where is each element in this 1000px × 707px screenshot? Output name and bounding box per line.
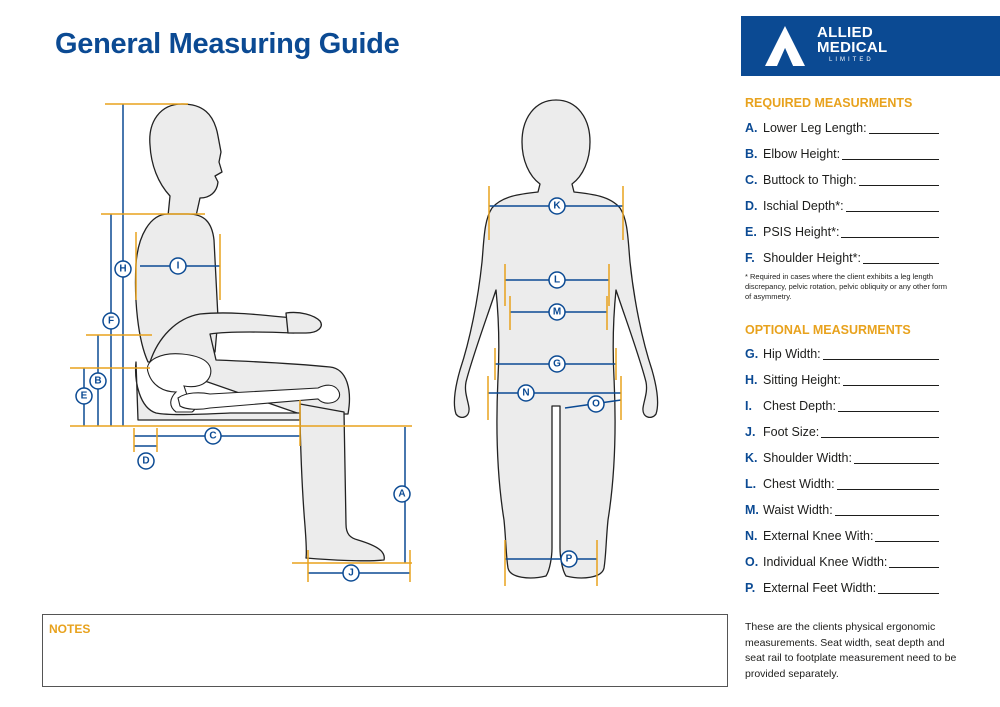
marker-e: E: [81, 391, 88, 402]
marker-n: N: [522, 388, 529, 399]
external-feet-width-field[interactable]: [878, 581, 939, 594]
marker-l: L: [554, 275, 560, 286]
marker-p: P: [566, 554, 573, 565]
side-reference-lines: [70, 103, 412, 582]
marker-j: J: [348, 568, 354, 579]
notes-label: NOTES: [49, 622, 91, 636]
chest-depth-field[interactable]: [837, 399, 939, 412]
elbow-height-field[interactable]: [842, 147, 939, 160]
marker-f: F: [108, 316, 114, 327]
marker-m: M: [553, 307, 561, 318]
side-measurement-lines: [83, 104, 410, 574]
chest-width-field[interactable]: [836, 477, 939, 490]
ischial-depth-field[interactable]: [845, 199, 939, 212]
required-list: A.Lower Leg Length: B.Elbow Height: C.Bu…: [745, 121, 945, 277]
optional-item: J.Foot Size:: [745, 425, 945, 451]
required-item: F.Shoulder Height*:: [745, 251, 945, 277]
optional-item: H.Sitting Height:: [745, 373, 945, 399]
foot-size-field[interactable]: [821, 425, 939, 438]
logo-line-3: LIMITED: [829, 57, 874, 63]
buttock-to-thigh-field[interactable]: [858, 173, 939, 186]
logo-line-1: ALLIED: [817, 24, 873, 41]
hip-width-field[interactable]: [822, 347, 939, 360]
footer-text: These are the clients physical ergonomic…: [745, 621, 957, 680]
marker-c: C: [209, 431, 216, 442]
optional-item: N.External Knee With:: [745, 529, 945, 555]
pelvis-bone-icon: [146, 353, 341, 413]
optional-item: K.Shoulder Width:: [745, 451, 945, 477]
optional-item: O.Individual Knee Width:: [745, 555, 945, 581]
logo-mark-icon: [765, 26, 805, 66]
required-heading: REQUIRED MEASURMENTS: [745, 96, 913, 110]
individual-knee-width-field[interactable]: [889, 555, 939, 568]
marker-h: H: [119, 264, 126, 275]
shoulder-height-field[interactable]: [862, 251, 939, 264]
logo-line-2: MEDICAL: [817, 39, 888, 56]
page-title: General Measuring Guide: [55, 28, 400, 60]
notes-box[interactable]: NOTES: [42, 614, 728, 687]
psis-height-field[interactable]: [841, 225, 939, 238]
shoulder-width-field[interactable]: [853, 451, 939, 464]
required-item: B.Elbow Height:: [745, 147, 945, 173]
required-item: C.Buttock to Thigh:: [745, 173, 945, 199]
optional-list: G.Hip Width: H.Sitting Height: I.Chest D…: [745, 347, 945, 607]
measurement-markers: [75, 197, 605, 582]
waist-width-field[interactable]: [834, 503, 939, 516]
marker-g: G: [553, 359, 561, 370]
marker-o: O: [592, 399, 600, 410]
optional-item: M.Waist Width:: [745, 503, 945, 529]
marker-k: K: [553, 201, 561, 212]
lower-leg-length-field[interactable]: [868, 121, 939, 134]
required-item: E.PSIS Height*:: [745, 225, 945, 251]
optional-item: L.Chest Width:: [745, 477, 945, 503]
required-item: A.Lower Leg Length:: [745, 121, 945, 147]
asymmetry-note: * Required in cases where the client exh…: [745, 272, 948, 301]
optional-heading: OPTIONAL MEASURMENTS: [745, 323, 911, 337]
marker-i: I: [177, 261, 180, 272]
optional-item: I.Chest Depth:: [745, 399, 945, 425]
external-knee-width-field[interactable]: [875, 529, 939, 542]
sitting-height-field[interactable]: [842, 373, 939, 386]
optional-item: P.External Feet Width:: [745, 581, 945, 607]
required-item: D.Ischial Depth*:: [745, 199, 945, 225]
optional-item: G.Hip Width:: [745, 347, 945, 373]
marker-d: D: [142, 456, 149, 467]
allied-medical-logo: ALLIED MEDICAL LIMITED: [741, 16, 1000, 76]
marker-b: B: [94, 376, 101, 387]
side-figure: [134, 103, 385, 562]
front-reference-lines: [487, 186, 624, 586]
front-figure: [453, 99, 659, 579]
marker-a: A: [398, 489, 405, 500]
